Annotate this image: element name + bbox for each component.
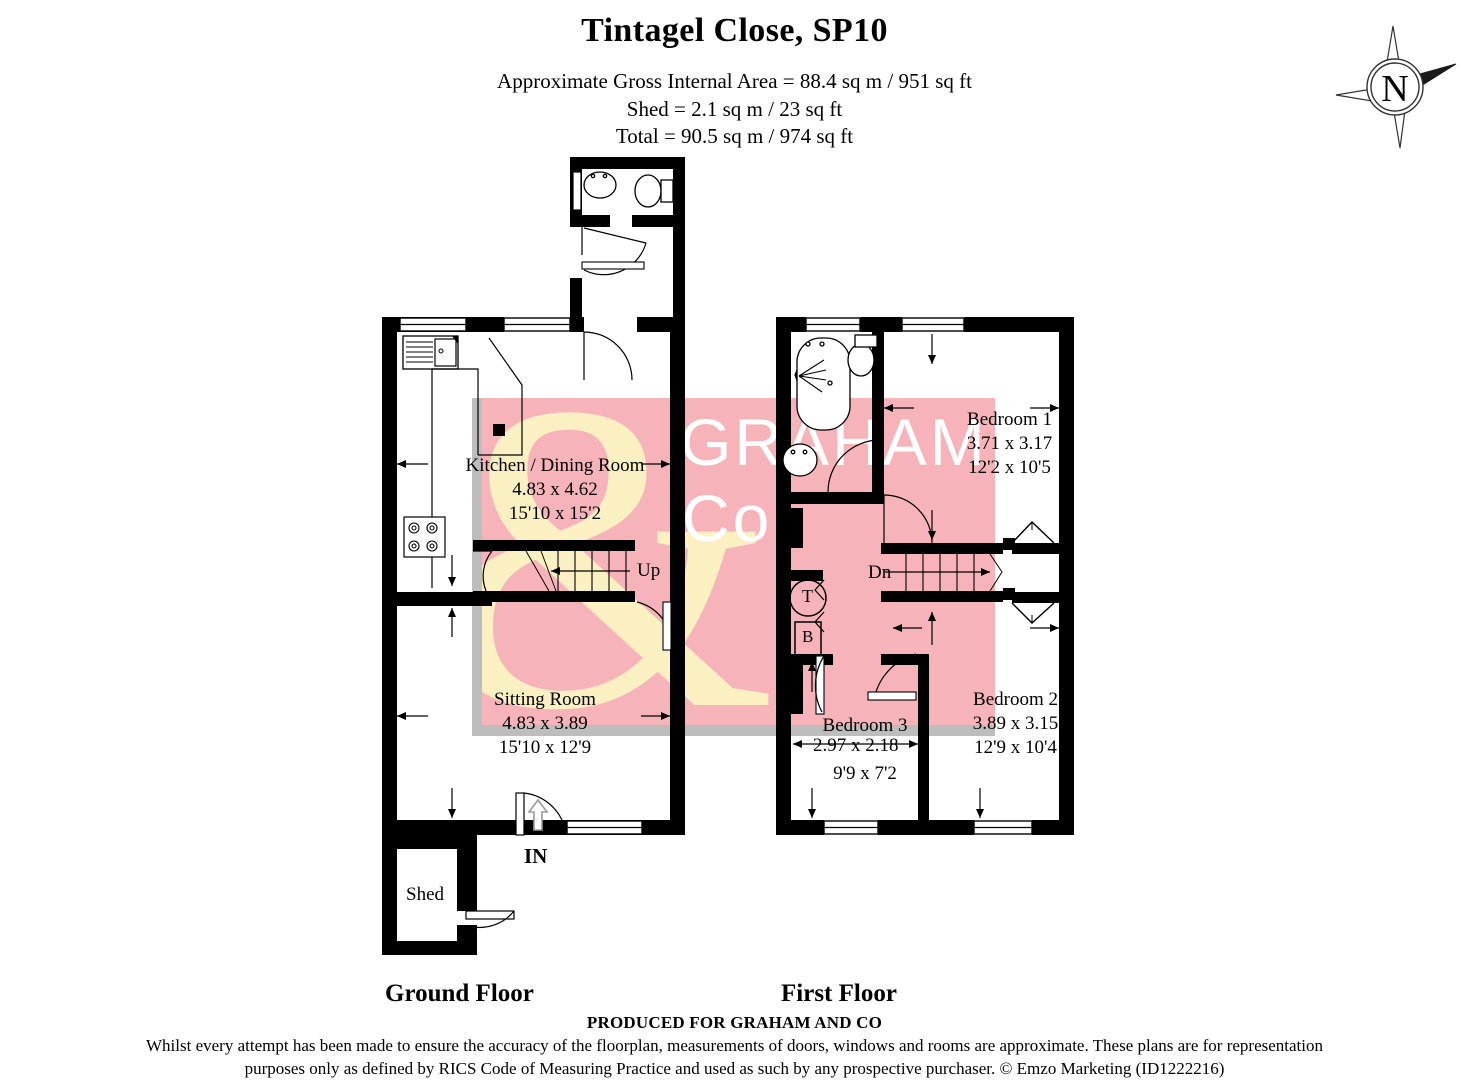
room-metric: 4.83 x 3.89 xyxy=(502,712,588,734)
shower-icon xyxy=(794,359,827,393)
room-metric: 3.71 x 3.17 xyxy=(966,432,1053,454)
floor-label-ground: Ground Floor xyxy=(385,980,534,1007)
bathroom-door xyxy=(827,439,881,493)
wc-door xyxy=(581,227,647,276)
room-metric-bedroom-3: 2.97 x 2.18 xyxy=(813,735,899,756)
first-floor-bathroom xyxy=(782,332,884,548)
wc-toilet-icon xyxy=(634,174,674,208)
area-line-total: Total = 90.5 sq m / 974 sq ft xyxy=(615,124,854,149)
room-label-bedroom-3: Bedroom 3 2.97 x 2.18 9'9 x 7'2 xyxy=(790,714,940,786)
room-name: Kitchen / Dining Room xyxy=(465,455,645,476)
bath-icon xyxy=(796,337,851,431)
room-imperial: 15'10 x 12'9 xyxy=(498,736,592,758)
produced-for-text: PRODUCED FOR GRAHAM AND CO xyxy=(586,1013,883,1032)
hall-door xyxy=(583,331,633,381)
room-name: Bedroom 3 xyxy=(822,715,908,736)
bathroom-toilet-icon xyxy=(847,334,878,377)
entrance-in-label: IN xyxy=(524,844,548,868)
first-floor-stairs xyxy=(867,494,1003,716)
room-imperial: 12'9 x 10'4 xyxy=(974,736,1057,758)
page-title: Tintagel Close, SP10 xyxy=(581,12,888,49)
room-label-bedroom-1: Bedroom 1 3.71 x 3.17 12'2 x 10'5 xyxy=(932,408,1087,480)
first-floor-plan xyxy=(776,317,1074,835)
room-metric: 3.89 x 3.15 xyxy=(972,712,1059,734)
compass-rose: N xyxy=(1330,22,1460,152)
shed-label: Shed xyxy=(406,884,444,905)
disclaimer-line-2: purposes only as defined by RICS Code of… xyxy=(244,1058,1225,1078)
ground-floor-dimension-arrows xyxy=(397,460,670,818)
ground-floor-entrance xyxy=(515,792,567,836)
room-name: Bedroom 1 xyxy=(967,409,1052,430)
built-in-wardrobes xyxy=(1003,521,1059,624)
wc-basin-icon xyxy=(583,171,617,199)
room-imperial: 15'10 x 15'2 xyxy=(508,502,602,524)
room-name: Sitting Room xyxy=(494,689,596,710)
compass-north-label: N xyxy=(1381,68,1408,110)
ground-floor-wc xyxy=(570,157,685,381)
bathroom-basin-icon xyxy=(782,443,818,477)
area-line-gross: Approximate Gross Internal Area = 88.4 s… xyxy=(497,69,972,93)
room-imperial: 12'2 x 10'5 xyxy=(968,456,1051,478)
first-floor-internal-walls xyxy=(918,654,929,824)
room-label-bedroom-2: Bedroom 2 3.89 x 3.15 12'9 x 10'4 xyxy=(938,688,1093,760)
floor-label-first: First Floor xyxy=(781,980,897,1007)
room-label-kitchen-dining: Kitchen / Dining Room 4.83 x 4.62 15'10 … xyxy=(455,454,655,526)
disclaimer-line-1: Whilst every attempt has been made to en… xyxy=(146,1036,1323,1055)
shed-outline xyxy=(382,835,515,955)
room-metric: 4.83 x 4.62 xyxy=(512,478,598,500)
kitchen-fittings xyxy=(402,335,523,588)
disclaimer-text: Whilst every attempt has been made to en… xyxy=(0,1035,1469,1081)
entrance-arrow-icon xyxy=(527,798,549,831)
room-label-sitting-room: Sitting Room 4.83 x 3.89 15'10 x 12'9 xyxy=(456,688,634,760)
stairs-up-label: Up xyxy=(637,560,661,581)
first-floor-dimension-arrows xyxy=(793,334,1059,818)
water-tank-label: T xyxy=(802,586,813,606)
first-floor-outline xyxy=(776,317,1074,835)
ground-floor-stairs xyxy=(473,540,673,651)
boiler-label: B xyxy=(802,627,814,646)
stairs-down-label: Dn xyxy=(868,562,892,583)
first-floor-landing xyxy=(789,570,833,715)
room-name: Bedroom 2 xyxy=(973,689,1058,710)
room-imperial: 9'9 x 7'2 xyxy=(833,762,897,784)
area-line-shed: Shed = 2.1 sq m / 23 sq ft xyxy=(626,96,843,121)
ground-floor-plan xyxy=(382,157,685,955)
ground-floor-outline xyxy=(382,317,685,835)
area-summary: Approximate Gross Internal Area = 88.4 s… xyxy=(0,68,1469,151)
